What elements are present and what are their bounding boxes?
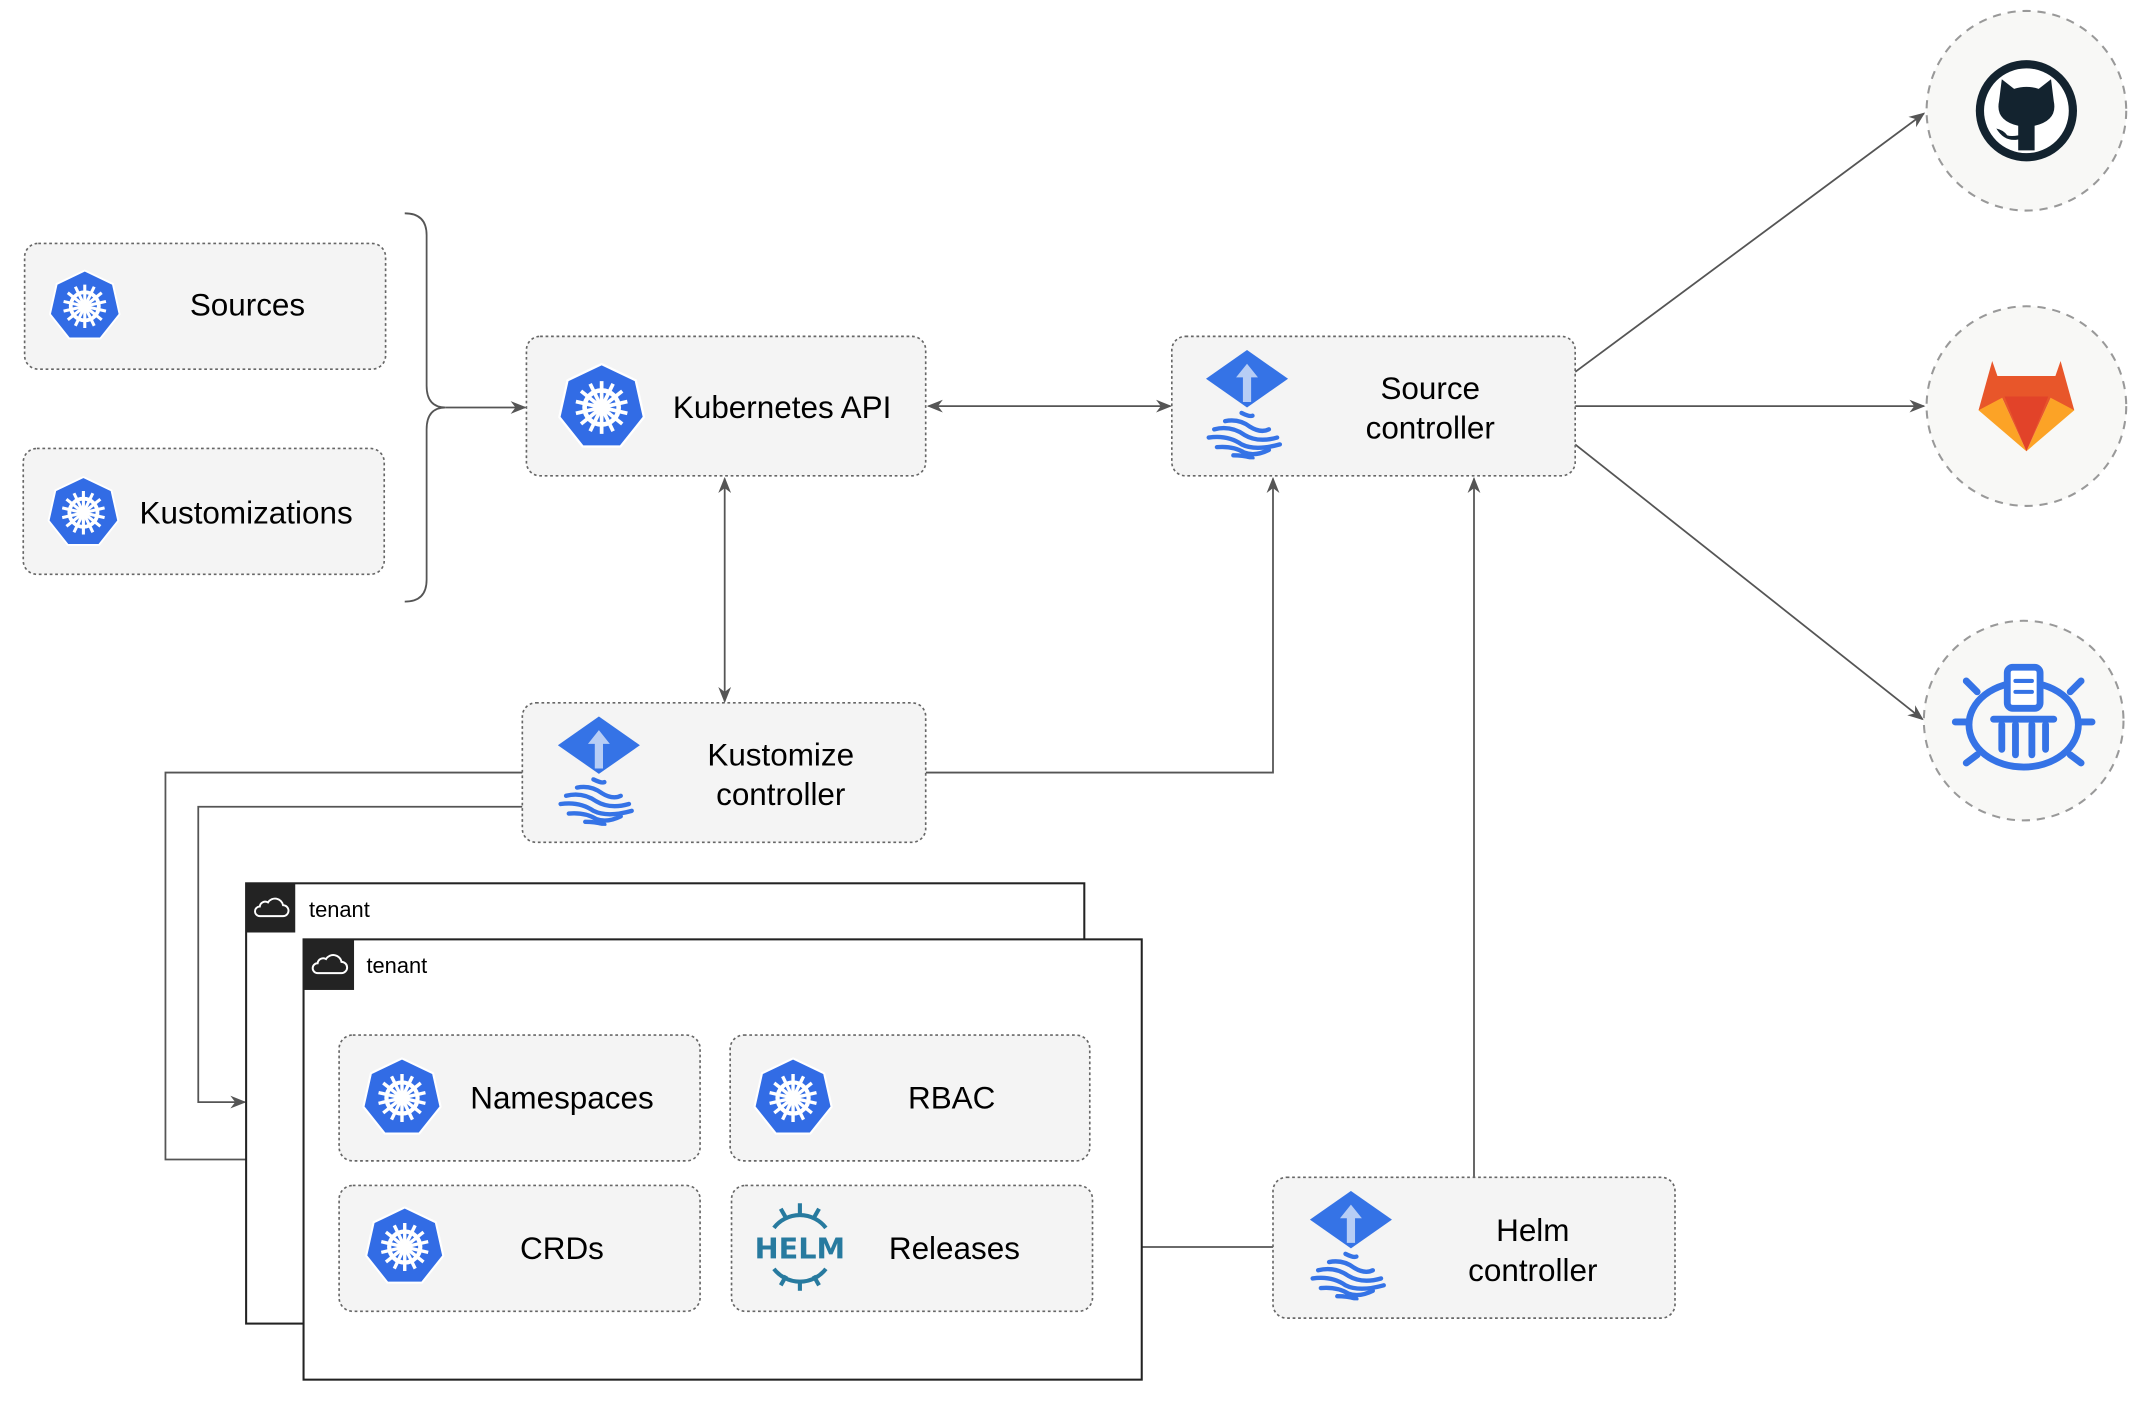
cloud-icon <box>246 883 296 933</box>
helm-icon: HELM <box>755 1203 845 1291</box>
edge-kustomize-source <box>925 476 1280 774</box>
node-sources[interactable]: Sources <box>23 242 387 371</box>
node-label: Sources <box>190 287 305 322</box>
node-label: Kustomizations <box>140 495 353 530</box>
node-label-line2: controller <box>716 777 845 812</box>
node-releases[interactable]: HELM Releases <box>730 1184 1094 1313</box>
node-label: Releases <box>889 1231 1020 1266</box>
gitlab-icon <box>1978 360 2075 452</box>
bucket-icon <box>1951 663 2096 771</box>
node-rbac[interactable]: RBAC <box>729 1034 1091 1162</box>
node-label: CRDs <box>520 1231 604 1266</box>
node-kustomize-controller[interactable]: Kustomize controller <box>521 701 927 844</box>
node-label: Kubernetes API <box>673 390 891 425</box>
edge-kustomize-tenant-front <box>164 771 523 1166</box>
edge-source-bucket <box>1574 443 1924 721</box>
node-label-line2: controller <box>1468 1253 1597 1288</box>
github-node[interactable] <box>1925 9 2128 212</box>
edge-kustomize-tenant-back <box>197 805 523 1109</box>
edges <box>164 112 1926 1254</box>
node-kubernetes-api[interactable]: Kubernetes API <box>525 335 927 477</box>
edge-source-github <box>1574 112 1926 373</box>
node-namespaces[interactable]: Namespaces <box>338 1034 701 1162</box>
cloud-icon <box>303 939 355 990</box>
node-source-controller[interactable]: Source controller <box>1170 335 1577 477</box>
tenant-label: tenant <box>366 953 427 978</box>
node-label: Namespaces <box>470 1080 653 1115</box>
helm-logo-text: HELM <box>755 1231 845 1265</box>
node-crds[interactable]: CRDs <box>338 1184 701 1313</box>
node-kustomizations[interactable]: Kustomizations <box>22 447 386 576</box>
tenant-label: tenant <box>309 897 370 922</box>
gitlab-node[interactable] <box>1925 305 2128 507</box>
node-label-line1: Helm <box>1496 1213 1569 1248</box>
node-label-line1: Kustomize <box>707 737 854 772</box>
bucket-node[interactable] <box>1922 619 2125 822</box>
node-label-line2: controller <box>1366 410 1495 445</box>
node-label: RBAC <box>908 1080 995 1115</box>
node-label-line1: Source <box>1380 371 1480 406</box>
node-helm-controller[interactable]: Helm controller <box>1272 1176 1676 1319</box>
input-brace <box>404 212 446 603</box>
github-icon <box>1975 60 2077 162</box>
